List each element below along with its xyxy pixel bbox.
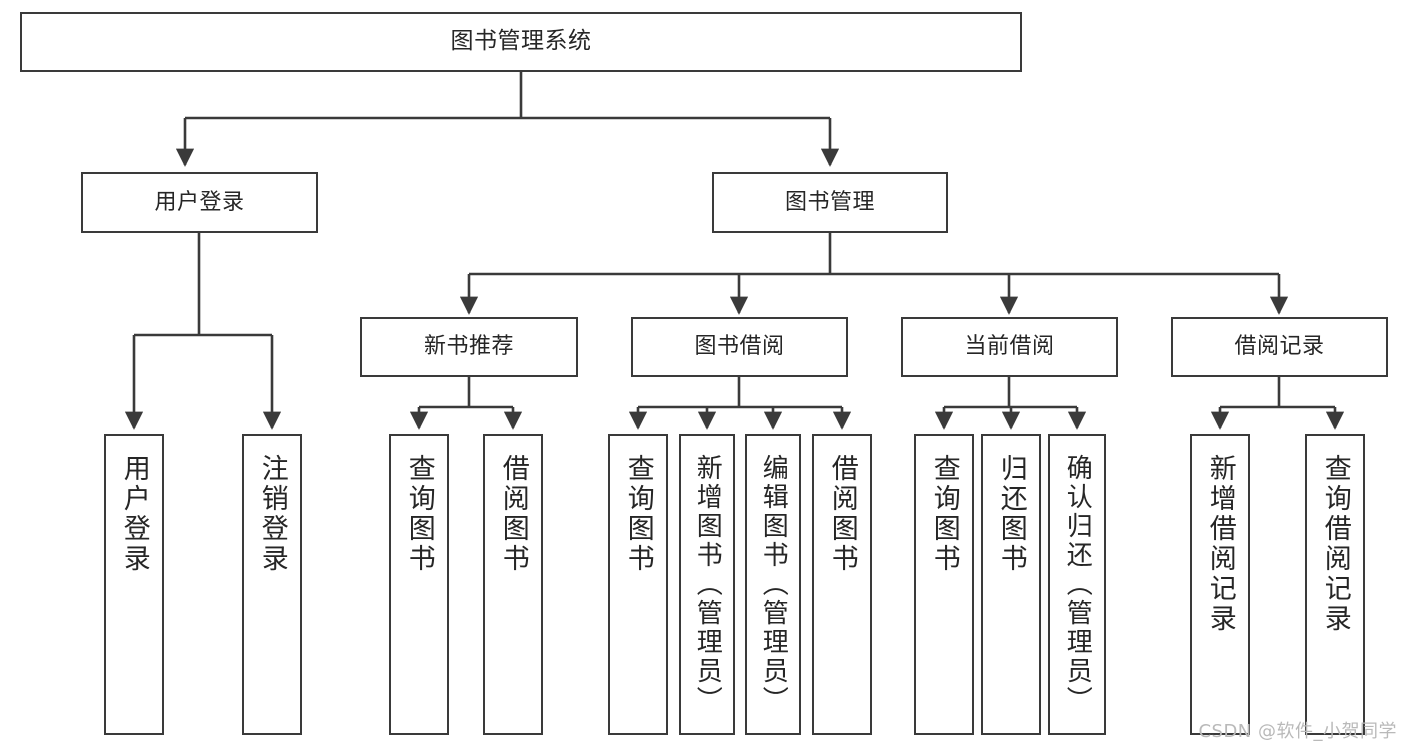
node-label: 新增图书（管理员）: [692, 454, 723, 715]
node-leaf-return-book[interactable]: 归还图书: [981, 434, 1041, 735]
node-label: 查询借阅记录: [1319, 454, 1351, 634]
node-label: 借阅图书: [826, 454, 858, 574]
node-user-login[interactable]: 用户登录: [81, 172, 318, 233]
node-label: 用户登录: [118, 454, 150, 574]
node-label: 注销登录: [256, 454, 288, 574]
node-label: 确认归还（管理员）: [1062, 454, 1093, 715]
node-new-book-recommend[interactable]: 新书推荐: [360, 317, 578, 377]
node-label: 图书管理: [784, 189, 875, 215]
node-label: 查询图书: [622, 454, 654, 574]
node-label: 图书借阅: [694, 334, 785, 360]
node-label: 图书管理系统: [450, 28, 592, 55]
node-label: 当前借阅: [964, 334, 1055, 360]
node-book-borrow[interactable]: 图书借阅: [631, 317, 848, 377]
node-label: 借阅记录: [1234, 334, 1325, 360]
node-leaf-add-book-admin[interactable]: 新增图书（管理员）: [679, 434, 735, 735]
node-leaf-query-book-borrow[interactable]: 查询图书: [608, 434, 668, 735]
node-book-management[interactable]: 图书管理: [712, 172, 948, 233]
node-label: 用户登录: [154, 189, 245, 215]
node-root-system[interactable]: 图书管理系统: [20, 12, 1022, 72]
node-label: 查询图书: [403, 454, 435, 574]
node-leaf-query-book-recommend[interactable]: 查询图书: [389, 434, 449, 735]
node-label: 编辑图书（管理员）: [758, 454, 789, 715]
node-label: 归还图书: [995, 454, 1027, 574]
node-leaf-user-login[interactable]: 用户登录: [104, 434, 164, 735]
node-current-borrow[interactable]: 当前借阅: [901, 317, 1118, 377]
node-borrow-record[interactable]: 借阅记录: [1171, 317, 1388, 377]
node-label: 新书推荐: [423, 334, 514, 360]
csdn-watermark: CSDN @软件_小贺同学: [1198, 721, 1397, 742]
node-leaf-query-borrow-record[interactable]: 查询借阅记录: [1305, 434, 1365, 735]
node-label: 查询图书: [928, 454, 960, 574]
node-leaf-query-book-current[interactable]: 查询图书: [914, 434, 974, 735]
node-leaf-borrow-book[interactable]: 借阅图书: [812, 434, 872, 735]
node-leaf-edit-book-admin[interactable]: 编辑图书（管理员）: [745, 434, 801, 735]
node-leaf-borrow-book-recommend[interactable]: 借阅图书: [483, 434, 543, 735]
node-leaf-add-borrow-record[interactable]: 新增借阅记录: [1190, 434, 1250, 735]
node-label: 新增借阅记录: [1204, 454, 1236, 634]
node-leaf-confirm-return-admin[interactable]: 确认归还（管理员）: [1048, 434, 1106, 735]
node-leaf-logout[interactable]: 注销登录: [242, 434, 302, 735]
node-label: 借阅图书: [497, 454, 529, 574]
